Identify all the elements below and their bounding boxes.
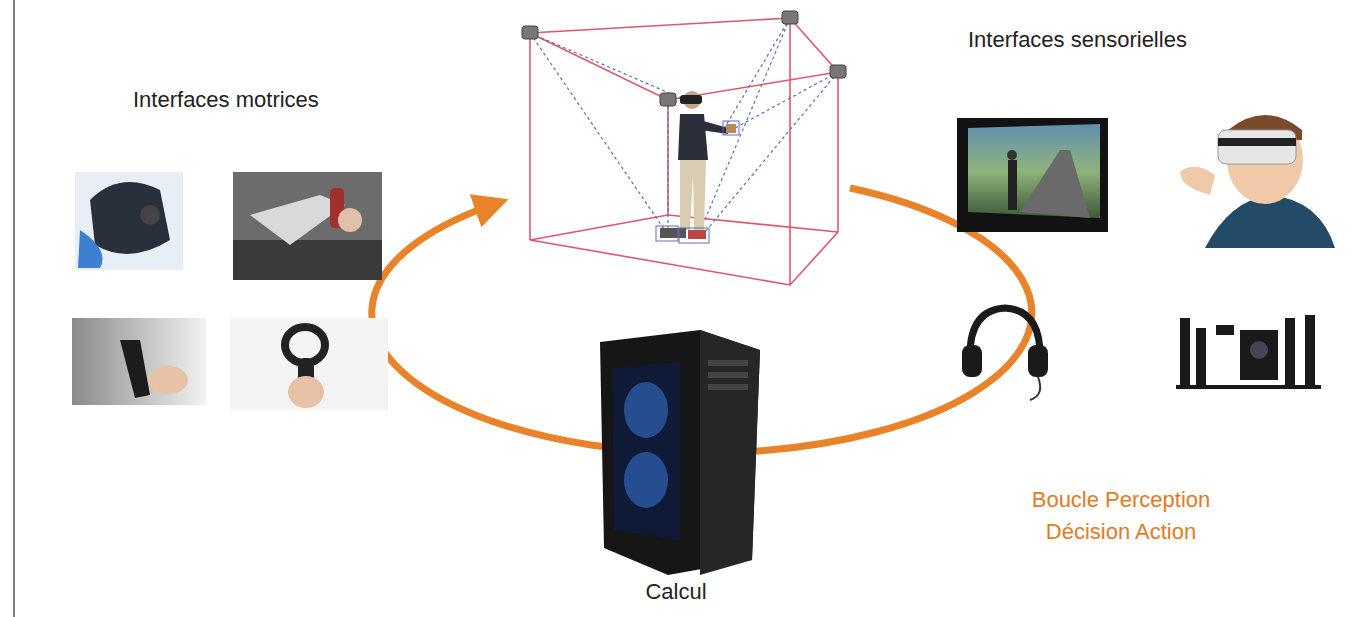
vr-user-photo [1170,105,1335,248]
tracked-person [656,91,739,243]
computer-tower [600,330,760,575]
section-label: Calcul [645,576,706,608]
controller-photo [72,318,206,405]
tracking-cube [530,18,838,285]
tracking-rays [530,18,838,238]
section-label: Interfaces sensorielles [968,24,1187,56]
speakers-icon [1176,315,1321,389]
cameras [522,11,846,106]
section-label: Interfaces motrices [133,84,319,116]
headphones-icon [962,308,1048,400]
loop-caption: Boucle Perception Décision Action [1008,484,1234,548]
frame-line [13,0,15,617]
haptic-arm-photo [233,172,382,280]
vr-headset-photo [75,172,183,270]
projection-screen-photo [957,118,1108,232]
vive-controller-photo [230,318,388,410]
